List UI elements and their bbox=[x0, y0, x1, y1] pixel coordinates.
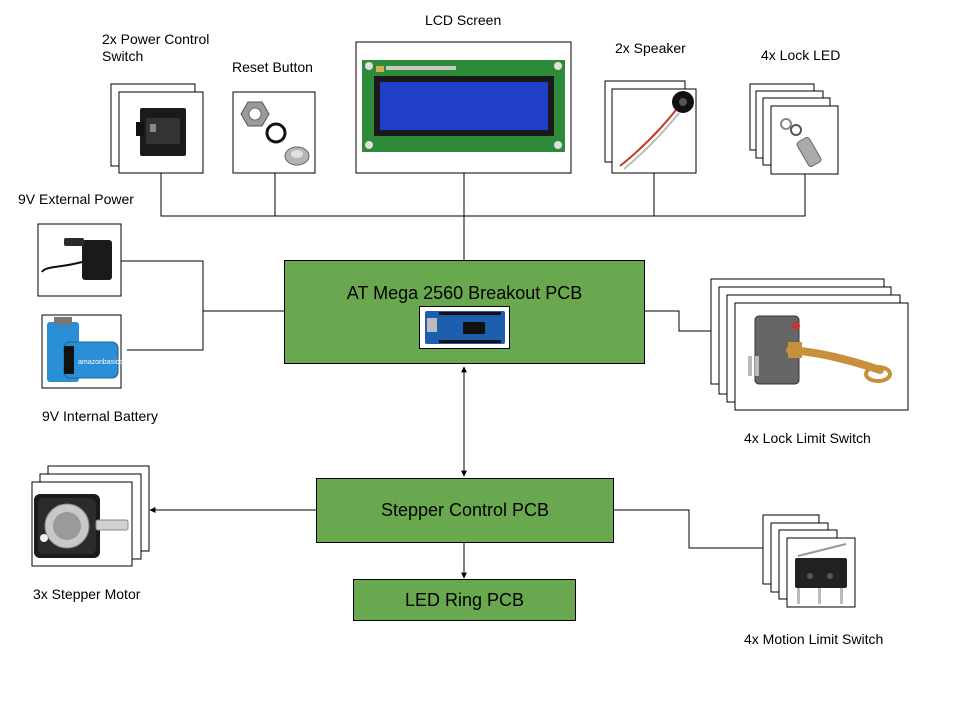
stepper-pcb-block: Stepper Control PCB bbox=[316, 478, 614, 543]
led-ring-pcb-label: LED Ring PCB bbox=[404, 589, 525, 610]
arduino-board-image bbox=[419, 306, 510, 349]
reset-button-image bbox=[232, 91, 316, 174]
external-power-image bbox=[37, 223, 122, 297]
lock-limit-switch-image bbox=[710, 278, 909, 411]
internal-battery-image: amazonbasics bbox=[41, 314, 123, 389]
led-ring-pcb-block: LED Ring PCB bbox=[353, 579, 576, 621]
lock-led-label: 4x Lock LED bbox=[761, 47, 841, 63]
speaker-label: 2x Speaker bbox=[615, 40, 686, 56]
power-line bbox=[121, 260, 204, 351]
speaker-image bbox=[604, 80, 697, 174]
battery-brand-text: amazonbasics bbox=[78, 359, 123, 366]
stepper-pcb-label: Stepper Control PCB bbox=[380, 500, 550, 520]
power-switch-label: 2x Power Control Switch bbox=[102, 31, 210, 64]
lock-limit-switch-label: 4x Lock Limit Switch bbox=[744, 430, 871, 446]
power-switch-image bbox=[110, 83, 204, 174]
stepper-motor-label: 3x Stepper Motor bbox=[33, 586, 141, 602]
lcd-screen-image bbox=[355, 41, 572, 174]
motion-limit-switch-image bbox=[762, 514, 856, 608]
stepper-motor-image bbox=[31, 465, 150, 567]
lcd-screen-label: LCD Screen bbox=[425, 12, 502, 28]
motion-limit-switch-label: 4x Motion Limit Switch bbox=[744, 631, 884, 647]
external-power-label: 9V External Power bbox=[18, 191, 134, 207]
motion-switch-line bbox=[613, 509, 766, 549]
main-pcb-label: AT Mega 2560 Breakout PCB bbox=[346, 283, 583, 303]
reset-button-label: Reset Button bbox=[232, 59, 313, 75]
lock-led-image bbox=[749, 83, 839, 175]
top-bus-line bbox=[160, 173, 806, 217]
lock-switch-line bbox=[644, 310, 711, 332]
internal-battery-label: 9V Internal Battery bbox=[42, 408, 158, 424]
connection-lines bbox=[121, 173, 806, 579]
